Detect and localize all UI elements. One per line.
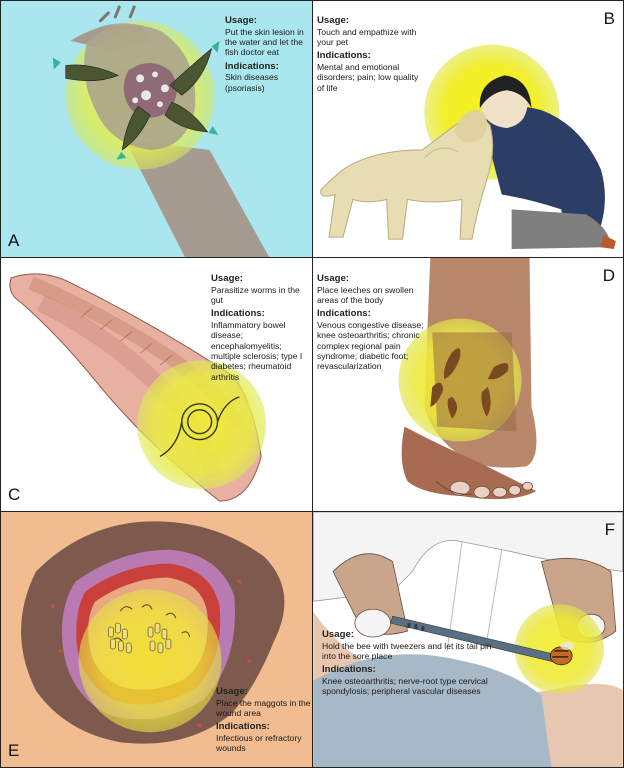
indications-heading: Indications:: [322, 664, 376, 676]
fish-therapy-illustration: [52, 5, 270, 257]
indications-heading: Indications:: [225, 60, 279, 72]
panel-a-caption: Usage: Put the skin lesion in the water …: [225, 15, 311, 96]
bee-venom-therapy-illustration: [313, 512, 623, 767]
indications-text: Venous congestive disease; knee osteoart…: [317, 319, 424, 372]
indications-heading: Indications:: [216, 721, 270, 733]
panel-e: Usage: Place the maggots in the wound ar…: [0, 511, 313, 768]
usage-heading: Usage:: [216, 686, 248, 697]
panel-c: Usage: Parasitize worms in the gut Indic…: [0, 257, 313, 512]
panel-label-d: D: [602, 266, 615, 285]
panel-b-caption: Usage: Touch and empathize with your pet…: [317, 15, 427, 96]
usage-heading: Usage:: [225, 15, 257, 26]
usage-heading: Usage:: [317, 15, 349, 26]
panel-c-caption: Usage: Parasitize worms in the gut Indic…: [211, 273, 311, 385]
helminth-therapy-illustration: [9, 273, 267, 502]
pet-therapy-illustration: [320, 44, 616, 250]
usage-text: Hold the bee with tweezers and let its t…: [322, 640, 492, 661]
panel-label-e: E: [8, 741, 20, 760]
indications-text: Knee osteoarthritis; nerve-root type cer…: [322, 675, 488, 697]
indications-heading: Indications:: [211, 308, 265, 320]
usage-heading: Usage:: [211, 273, 243, 284]
leech-therapy-illustration: [398, 258, 537, 500]
maggot-therapy-illustration: [21, 521, 285, 744]
usage-text: Parasitize worms in the gut: [211, 284, 300, 305]
indications-text: Mental and emotional disorders; pain; lo…: [317, 61, 419, 93]
panel-d-caption: Usage: Place leeches on swollen areas of…: [317, 273, 435, 375]
indications-heading: Indications:: [317, 308, 371, 320]
usage-heading: Usage:: [317, 273, 349, 284]
panel-b: Usage: Touch and empathize with your pet…: [312, 0, 624, 258]
panel-d: Usage: Place leeches on swollen areas of…: [312, 257, 624, 512]
indications-text: Skin diseases (psoriasis): [225, 72, 279, 93]
panel-a: Usage: Put the skin lesion in the water …: [0, 0, 313, 258]
indications-text: Inflammatory bowel disease; encephalomye…: [211, 319, 303, 382]
usage-text: Touch and empathize with your pet: [317, 26, 417, 47]
indications-heading: Indications:: [317, 50, 371, 62]
panel-label-f: F: [604, 520, 615, 539]
panel-label-c: C: [8, 485, 21, 504]
usage-text: Place the maggots in the wound area: [216, 697, 311, 718]
usage-text: Place leeches on swollen areas of the bo…: [317, 284, 414, 305]
panel-e-caption: Usage: Place the maggots in the wound ar…: [216, 686, 312, 757]
indications-text: Infectious or refractory wounds: [216, 732, 302, 754]
panel-label-a: A: [8, 231, 20, 250]
usage-heading: Usage:: [322, 629, 354, 640]
usage-text: Put the skin lesion in the water and let…: [225, 26, 304, 58]
panel-f-caption: Usage: Hold the bee with tweezers and le…: [322, 629, 492, 700]
panel-label-b: B: [603, 9, 615, 28]
panel-f: Usage: Hold the bee with tweezers and le…: [312, 511, 624, 768]
